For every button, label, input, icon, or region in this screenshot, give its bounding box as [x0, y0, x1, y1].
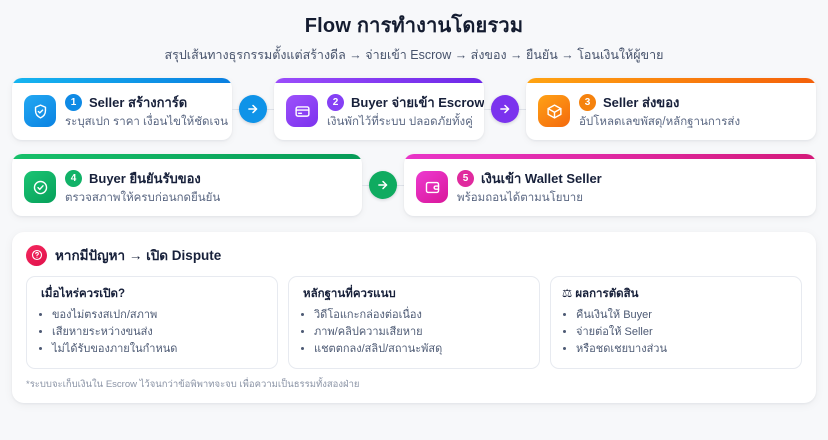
list-item: ของไม่ตรงสเปก/สภาพ	[52, 307, 266, 324]
step-card-2[interactable]: 2 Buyer จ่ายเข้า Escrow เงินพักไว้ที่ระบ…	[274, 78, 484, 140]
dispute-columns: เมื่อไหร่ควรเปิด? ของไม่ตรงสเปก/สภาพ เสี…	[26, 276, 802, 369]
flow-row-top: 1 Seller สร้างการ์ด ระบุสเปก ราคา เงื่อน…	[12, 78, 816, 140]
step-number-badge: 2	[327, 94, 344, 111]
step-title: Buyer จ่ายเข้า Escrow	[351, 95, 484, 110]
check-circle-icon	[24, 171, 56, 203]
dispute-footnote: *ระบบจะเก็บเงินใน Escrow ไว้จนกว่าข้อพิพ…	[26, 379, 360, 390]
step-body: 1 Seller สร้างการ์ด ระบุสเปก ราคา เงื่อน…	[65, 92, 228, 130]
step-number-badge: 3	[579, 94, 596, 111]
step-accent-bar	[12, 78, 232, 83]
step-title: เงินเข้า Wallet Seller	[481, 171, 602, 186]
arrow-right-icon[interactable]	[369, 171, 397, 199]
step-description: อัปโหลดเลขพัสดุ/หลักฐานการส่ง	[579, 116, 741, 128]
step-title: Seller สร้างการ์ด	[89, 95, 188, 110]
wallet-icon	[416, 171, 448, 203]
step-accent-bar	[526, 78, 816, 83]
dispute-card-outcome: ⚖ผลการตัดสิน คืนเงินให้ Buyer จ่ายต่อให้…	[550, 276, 802, 369]
dispute-header: หากมีปัญหา → เปิด Dispute	[26, 244, 802, 266]
page-title: Flow การทำงานโดยรวม	[12, 12, 816, 40]
dispute-list: ของไม่ตรงสเปก/สภาพ เสียหายระหว่างขนส่ง ไ…	[52, 307, 266, 358]
list-item: หรือชดเชยบางส่วน	[576, 341, 790, 358]
step-body: 2 Buyer จ่ายเข้า Escrow เงินพักไว้ที่ระบ…	[327, 92, 484, 130]
list-item: เสียหายระหว่างขนส่ง	[52, 324, 266, 341]
question-circle-icon	[26, 244, 47, 266]
list-item: แชตตกลง/สลิป/สถานะพัสดุ	[314, 341, 528, 358]
dispute-title: หากมีปัญหา → เปิด Dispute	[55, 248, 222, 263]
step-headline: 3 Seller ส่งของ	[579, 92, 740, 113]
page-header: Flow การทำงานโดยรวม สรุปเส้นทางธุรกรรมตั…	[12, 0, 816, 64]
connector-4-5	[362, 154, 404, 216]
step-card-1[interactable]: 1 Seller สร้างการ์ด ระบุสเปก ราคา เงื่อน…	[12, 78, 232, 140]
step-accent-bar	[404, 154, 816, 159]
heading-text: เมื่อไหร่ควรเปิด?	[41, 288, 126, 300]
step-headline: 2 Buyer จ่ายเข้า Escrow	[327, 92, 484, 113]
dispute-card-heading: เมื่อไหร่ควรเปิด?	[38, 286, 266, 302]
step-description: ระบุสเปก ราคา เงื่อนไขให้ชัดเจน	[65, 116, 228, 128]
shield-check-icon	[24, 95, 56, 127]
step-card-5[interactable]: 5 เงินเข้า Wallet Seller พร้อมถอนได้ตามน…	[404, 154, 816, 216]
heading-text: หลักฐานที่ควรแนบ	[303, 288, 396, 300]
step-headline: 1 Seller สร้างการ์ด	[65, 92, 220, 113]
step-number-badge: 5	[457, 170, 474, 187]
dispute-card-heading: หลักฐานที่ควรแนบ	[300, 286, 528, 302]
step-card-4[interactable]: 4 Buyer ยืนยันรับของ ตรวจสภาพให้ครบก่อนก…	[12, 154, 362, 216]
arrow-right-icon[interactable]	[239, 95, 267, 123]
connector-1-2	[232, 78, 274, 140]
step-body: 5 เงินเข้า Wallet Seller พร้อมถอนได้ตามน…	[457, 168, 602, 206]
dispute-panel: หากมีปัญหา → เปิด Dispute เมื่อไหร่ควรเป…	[12, 232, 816, 403]
gavel-icon: ⚖	[562, 288, 573, 300]
list-item: ภาพ/คลิปความเสียหาย	[314, 324, 528, 341]
step-description: เงินพักไว้ที่ระบบ ปลอดภัยทั้งคู่	[327, 116, 473, 128]
step-body: 4 Buyer ยืนยันรับของ ตรวจสภาพให้ครบก่อนก…	[65, 168, 220, 206]
connector-2-3	[484, 78, 526, 140]
arrow-right-icon[interactable]	[491, 95, 519, 123]
list-item: ไม่ได้รับของภายในกำหนด	[52, 341, 266, 358]
dispute-card-evidence: หลักฐานที่ควรแนบ วิดีโอแกะกล่องต่อเนื่อง…	[288, 276, 540, 369]
step-description: ตรวจสภาพให้ครบก่อนกดยืนยัน	[65, 192, 221, 204]
step-card-3[interactable]: 3 Seller ส่งของ อัปโหลดเลขพัสดุ/หลักฐานก…	[526, 78, 816, 140]
step-description: พร้อมถอนได้ตามนโยบาย	[457, 192, 584, 204]
flow-row-bottom: 4 Buyer ยืนยันรับของ ตรวจสภาพให้ครบก่อนก…	[12, 154, 816, 216]
dispute-list: วิดีโอแกะกล่องต่อเนื่อง ภาพ/คลิปความเสีย…	[314, 307, 528, 358]
step-headline: 5 เงินเข้า Wallet Seller	[457, 168, 602, 189]
heading-text: ผลการตัดสิน	[575, 288, 639, 300]
package-box-icon	[538, 95, 570, 127]
step-headline: 4 Buyer ยืนยันรับของ	[65, 168, 220, 189]
step-accent-bar	[12, 154, 362, 159]
dispute-card-when: เมื่อไหร่ควรเปิด? ของไม่ตรงสเปก/สภาพ เสี…	[26, 276, 278, 369]
page-subtitle: สรุปเส้นทางธุรกรรมตั้งแต่สร้างดีล → จ่าย…	[164, 48, 664, 62]
page-title-rest: การทำงานโดยรวม	[351, 15, 524, 37]
list-item: วิดีโอแกะกล่องต่อเนื่อง	[314, 307, 528, 324]
credit-card-icon	[286, 95, 318, 127]
list-item: จ่ายต่อให้ Seller	[576, 324, 790, 341]
dispute-card-heading: ⚖ผลการตัดสิน	[562, 286, 790, 302]
step-number-badge: 1	[65, 94, 82, 111]
list-item: คืนเงินให้ Buyer	[576, 307, 790, 324]
step-number-badge: 4	[65, 170, 82, 187]
step-title: Seller ส่งของ	[603, 95, 680, 110]
step-body: 3 Seller ส่งของ อัปโหลดเลขพัสดุ/หลักฐานก…	[579, 92, 740, 130]
dispute-list: คืนเงินให้ Buyer จ่ายต่อให้ Seller หรือช…	[576, 307, 790, 358]
step-accent-bar	[274, 78, 484, 83]
page-title-strong: Flow	[304, 15, 352, 37]
step-title: Buyer ยืนยันรับของ	[89, 171, 201, 186]
